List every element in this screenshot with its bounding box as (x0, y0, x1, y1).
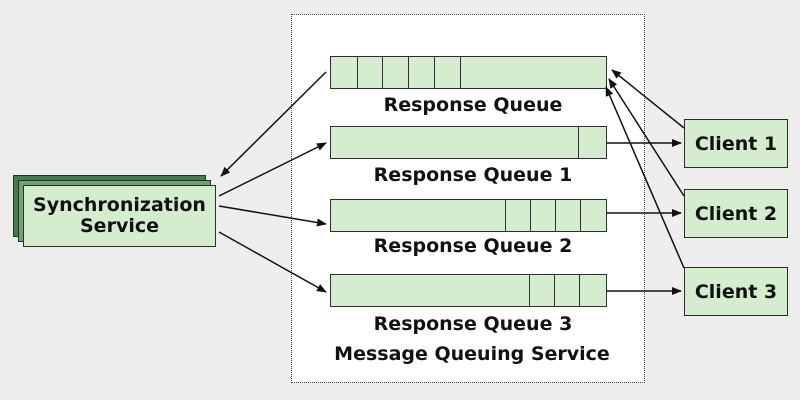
queue-slot (555, 275, 580, 306)
queue-slot (506, 200, 531, 231)
sync-service-label-line1: Synchronization (33, 194, 206, 216)
queue-slot (556, 200, 581, 231)
queue-slot (331, 57, 358, 88)
queue-empty-space (331, 275, 530, 306)
arrow-sync-to-queue-3 (218, 231, 327, 293)
queue-slot (409, 57, 435, 88)
message-queuing-service-label: Message Queuing Service (334, 343, 610, 365)
queue-slot (383, 57, 409, 88)
response-queue-3-label: Response Queue 3 (373, 313, 573, 335)
queue-empty-space (331, 200, 506, 231)
arrow-client-2-to-response-queue (608, 78, 685, 197)
response-queue-1-label: Response Queue 1 (373, 164, 573, 186)
response-queue (330, 56, 607, 89)
response-queue-label: Response Queue (383, 94, 563, 116)
client-3-node: Client 3 (684, 267, 788, 316)
response-queue-2 (330, 199, 607, 232)
arrow-sync-to-queue-2 (218, 205, 327, 227)
response-queue-3 (330, 274, 607, 307)
arrow-sync-to-queue-1 (218, 142, 327, 197)
queue-slot (531, 200, 556, 231)
synchronization-service-node: Synchronization Service (23, 185, 216, 247)
arrow-client-3-to-response-queue (605, 86, 685, 269)
sync-service-label-line2: Service (80, 215, 159, 237)
queue-slot (435, 57, 461, 88)
queue-empty-space (331, 127, 579, 158)
response-queue-2-label: Response Queue 2 (373, 235, 573, 257)
client-1-node: Client 1 (684, 119, 788, 168)
client-2-node: Client 2 (684, 189, 788, 238)
arrow-response-queue-to-sync (220, 71, 327, 177)
queue-slot (530, 275, 555, 306)
arrow-client-1-to-response-queue (611, 69, 685, 129)
queue-slot (358, 57, 383, 88)
response-queue-1 (330, 126, 607, 159)
